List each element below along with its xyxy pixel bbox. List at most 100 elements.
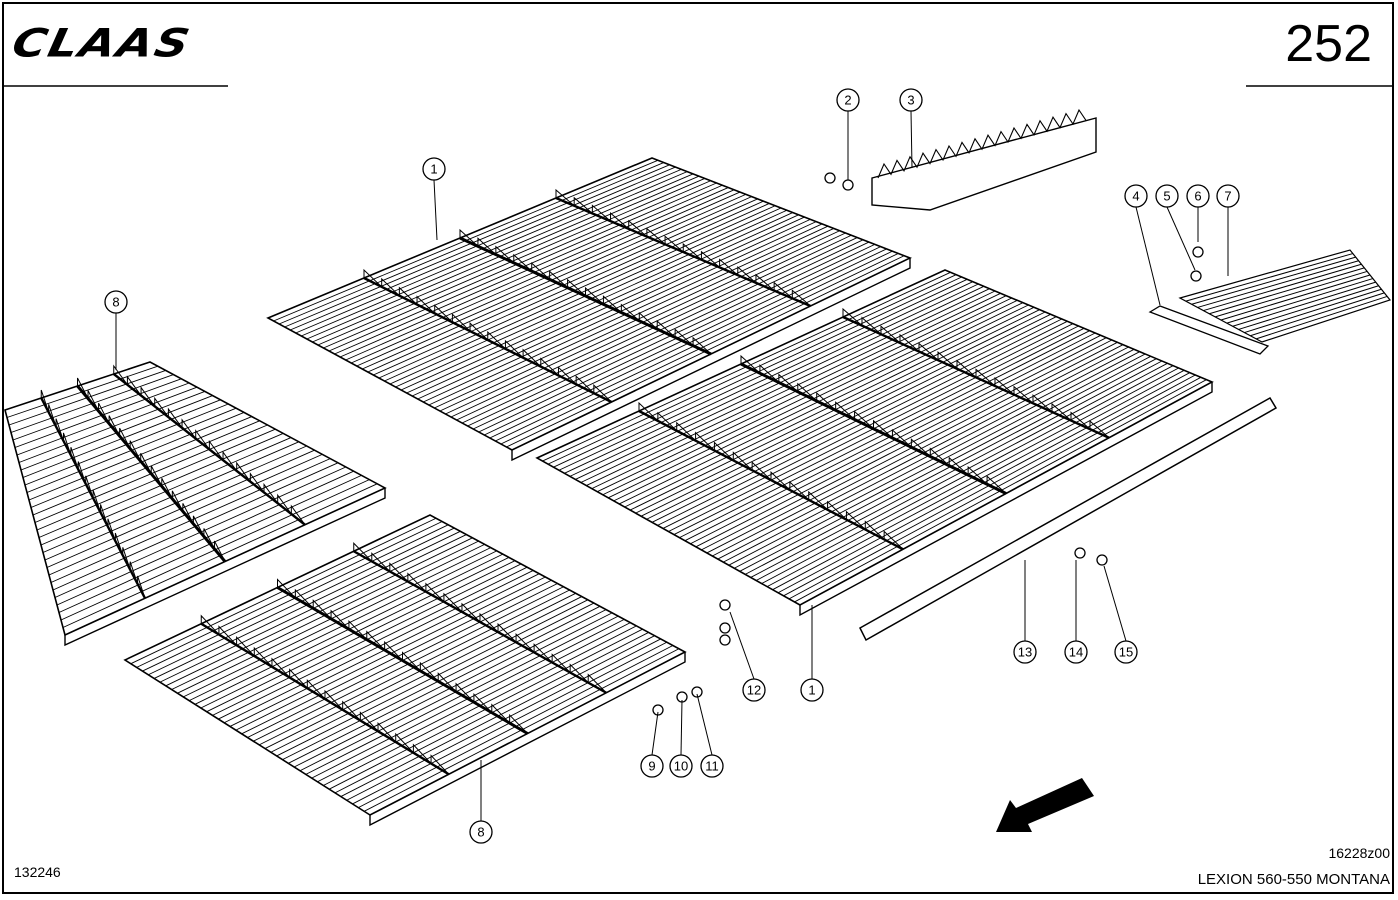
bolt bbox=[1192, 246, 1204, 258]
washer bbox=[719, 622, 731, 634]
leader-line bbox=[433, 179, 438, 241]
callout-label: 7 bbox=[1224, 189, 1231, 204]
bolt bbox=[1074, 547, 1086, 559]
callout-circle bbox=[1216, 184, 1240, 208]
comb-finger bbox=[1255, 295, 1388, 340]
sieve-panel-upper bbox=[266, 157, 913, 462]
panel-front-lip bbox=[369, 652, 686, 827]
callout-1: 1 bbox=[800, 678, 824, 702]
drawing-number: 16228z00 bbox=[1328, 845, 1390, 861]
callout-circle bbox=[742, 678, 766, 702]
callout-circle bbox=[669, 754, 693, 778]
callout-circle bbox=[1186, 184, 1210, 208]
comb-finger bbox=[1191, 256, 1356, 305]
callout-label: 6 bbox=[1194, 189, 1201, 204]
finger-comb bbox=[1178, 249, 1392, 343]
arrow-down-left-icon bbox=[996, 778, 1094, 832]
callout-12: 12 bbox=[742, 678, 766, 702]
rail-teeth bbox=[459, 228, 712, 355]
comb-finger bbox=[1250, 292, 1385, 337]
leader-line bbox=[729, 611, 755, 680]
leader-line bbox=[1166, 206, 1196, 271]
comb-finger bbox=[1185, 253, 1353, 302]
callout-4: 4 bbox=[1124, 184, 1148, 208]
callout-label: 11 bbox=[705, 759, 719, 774]
rail-teeth bbox=[740, 354, 1007, 494]
callout-label: 3 bbox=[907, 93, 914, 108]
callout-3: 3 bbox=[899, 88, 923, 112]
callout-label: 15 bbox=[1119, 645, 1133, 660]
panel-front-lip bbox=[64, 488, 386, 647]
washer bbox=[1096, 554, 1108, 566]
reference-code: 132246 bbox=[14, 864, 61, 880]
mounting-plate bbox=[1148, 305, 1270, 355]
strip-body bbox=[871, 117, 1097, 211]
nut bbox=[824, 172, 836, 184]
callout-7: 7 bbox=[1216, 184, 1240, 208]
machine-model: LEXION 560-550 MONTANA bbox=[1197, 871, 1390, 888]
callout-circle bbox=[1064, 640, 1088, 664]
page-number: 252 bbox=[1285, 15, 1372, 73]
callout-circle bbox=[640, 754, 664, 778]
panel-front-lip bbox=[511, 258, 911, 462]
leader-line bbox=[1135, 206, 1161, 306]
rail-teeth bbox=[842, 307, 1110, 439]
callout-circle bbox=[104, 290, 128, 314]
rail-teeth bbox=[277, 578, 528, 734]
callout-circle bbox=[1155, 184, 1179, 208]
comb-finger bbox=[1209, 267, 1365, 315]
callout-circle bbox=[800, 678, 824, 702]
rail-teeth bbox=[638, 401, 904, 550]
toothed-strip bbox=[871, 108, 1097, 211]
callout-9: 9 bbox=[640, 754, 664, 778]
side-strip bbox=[859, 396, 1278, 642]
callout-11: 11 bbox=[700, 754, 724, 778]
callout-5: 5 bbox=[1155, 184, 1179, 208]
callout-circle bbox=[422, 157, 446, 181]
rail-teeth bbox=[200, 614, 450, 775]
nut bbox=[719, 634, 731, 646]
callout-14: 14 bbox=[1064, 640, 1088, 664]
leader-line bbox=[696, 693, 713, 756]
comb-finger bbox=[1197, 260, 1359, 308]
sieve-panel-front bbox=[123, 514, 687, 827]
callout-6: 6 bbox=[1186, 184, 1210, 208]
callout-10: 10 bbox=[669, 754, 693, 778]
bolt bbox=[842, 179, 854, 191]
callout-circle bbox=[1114, 640, 1138, 664]
bolt bbox=[719, 599, 731, 611]
rail-teeth bbox=[363, 268, 612, 403]
callout-circle bbox=[899, 88, 923, 112]
panel-front-lip bbox=[799, 382, 1213, 617]
leader-line bbox=[1103, 565, 1127, 642]
callout-label: 8 bbox=[477, 825, 484, 840]
callout-label: 10 bbox=[674, 759, 688, 774]
callout-8: 8 bbox=[469, 820, 493, 844]
callout-label: 1 bbox=[430, 162, 437, 177]
callout-1: 1 bbox=[422, 157, 446, 181]
comb-finger bbox=[1244, 288, 1382, 334]
leader-line bbox=[910, 110, 913, 169]
callout-label: 12 bbox=[747, 683, 761, 698]
callout-label: 1 bbox=[808, 683, 815, 698]
callout-label: 13 bbox=[1018, 645, 1032, 660]
rail-teeth bbox=[555, 188, 811, 307]
callout-13: 13 bbox=[1013, 640, 1037, 664]
comb-finger bbox=[1220, 274, 1371, 321]
panel-outline bbox=[266, 157, 913, 451]
comb-finger bbox=[1226, 278, 1374, 324]
callout-circle bbox=[836, 88, 860, 112]
callout-circle bbox=[700, 754, 724, 778]
rail-teeth bbox=[40, 389, 146, 599]
rail-teeth bbox=[77, 377, 226, 562]
sieve-panel-left bbox=[4, 361, 387, 647]
comb-finger bbox=[1203, 263, 1362, 312]
callout-circle bbox=[1124, 184, 1148, 208]
rail-teeth bbox=[353, 542, 607, 694]
callout-label: 2 bbox=[844, 93, 851, 108]
callout-2: 2 bbox=[836, 88, 860, 112]
leader-line bbox=[651, 711, 659, 756]
sieve-panel-lower bbox=[535, 269, 1214, 617]
